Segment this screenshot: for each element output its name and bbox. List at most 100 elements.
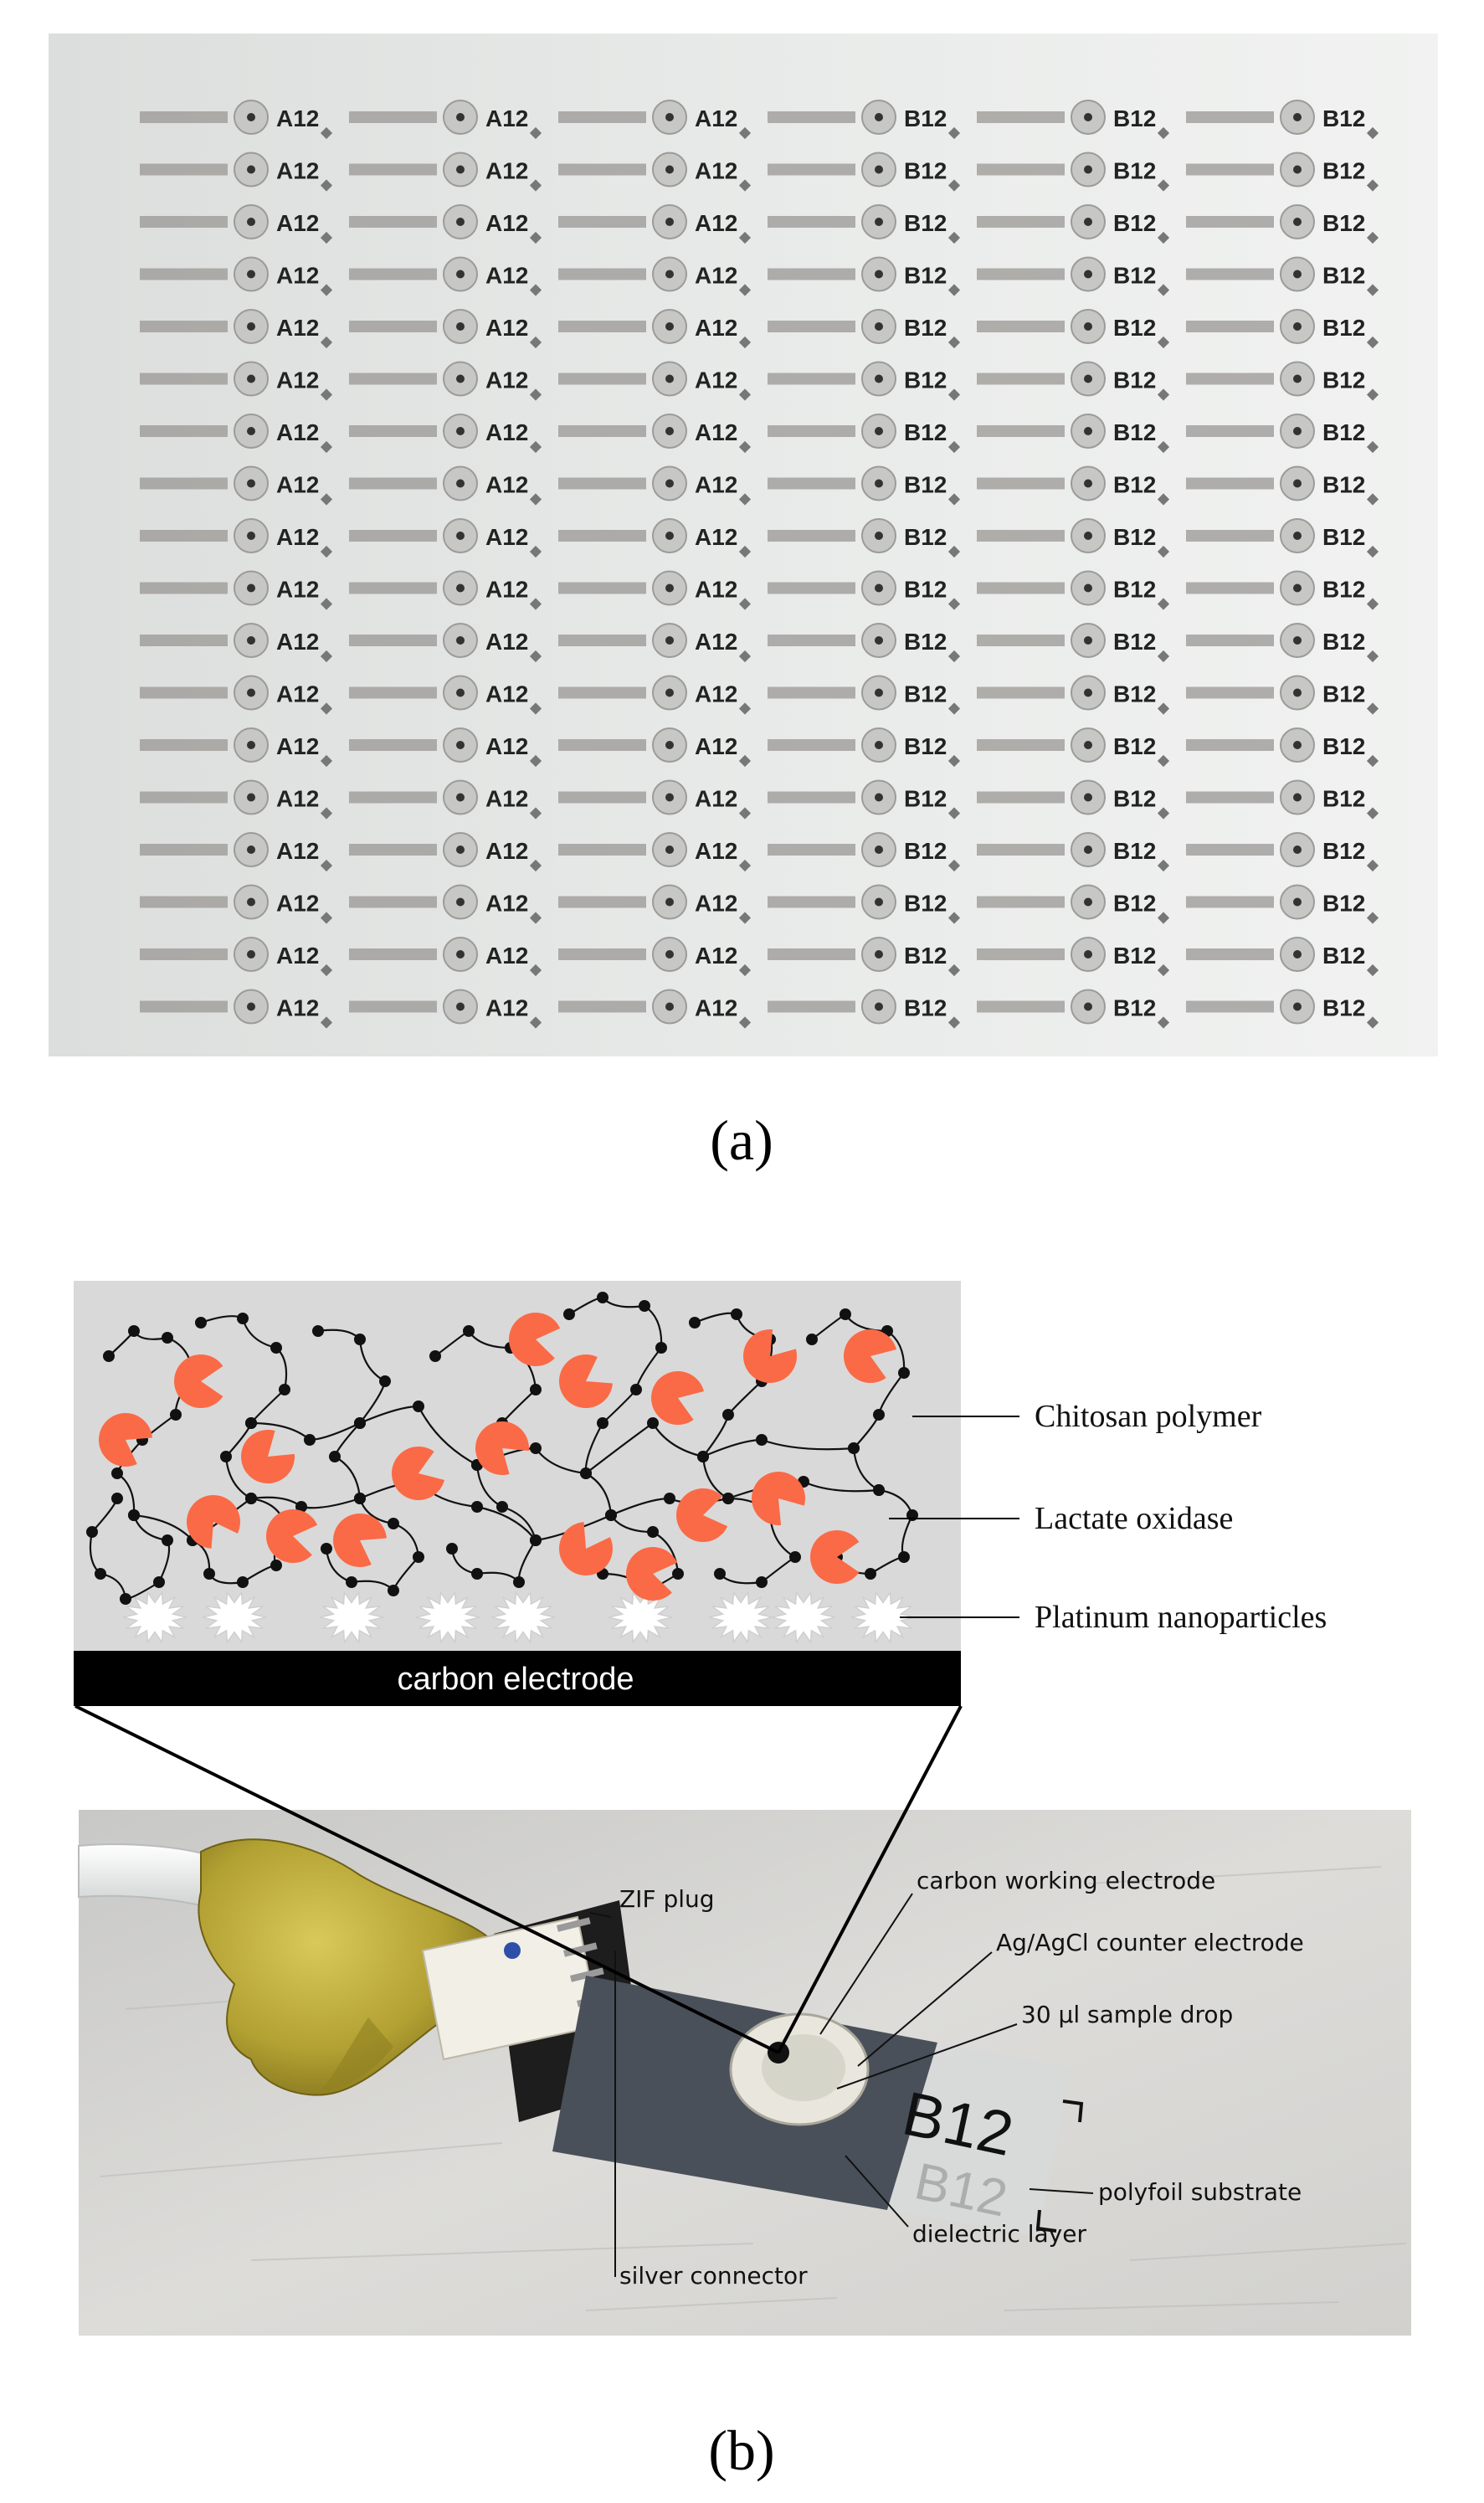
alignment-mark [1157, 126, 1170, 140]
sensor-trace [140, 268, 228, 280]
sensor-cell: A12 [558, 256, 752, 296]
alignment-mark [947, 493, 961, 506]
sensor-trace [140, 321, 228, 332]
sensor-electrode-center [1084, 845, 1092, 854]
sensor-code-label: B12 [1113, 577, 1156, 603]
zoom-line-left [74, 1704, 779, 2054]
carbon-electrode-label: carbon electrode [397, 1662, 634, 1697]
alignment-mark [947, 179, 961, 192]
zif-pin [556, 1917, 591, 1932]
sensor-code-label: A12 [485, 419, 528, 445]
sensor-code-label: A12 [695, 263, 737, 289]
sensor-trace [977, 425, 1065, 437]
alignment-mark [1366, 912, 1379, 924]
sensor-electrode-center [1293, 374, 1302, 383]
sensor-cell: A12 [558, 832, 752, 872]
polymer-bead [279, 1384, 290, 1395]
sensor-trace [977, 373, 1065, 385]
sensor-cell: B12 [768, 937, 961, 977]
sensor-code-label: B12 [904, 995, 947, 1021]
sensor-trace [977, 321, 1065, 332]
sensor-cell: B12 [768, 989, 961, 1029]
sensor-cell: B12 [1186, 204, 1379, 244]
polymer-bead [203, 1568, 215, 1580]
sensor-electrode-center [875, 218, 883, 226]
polymer-bead [865, 1568, 876, 1580]
sensor-electrode-center [456, 741, 465, 749]
sensor-electrode-center [1293, 583, 1302, 593]
alignment-mark [1366, 754, 1379, 768]
sensor-trace [977, 948, 1065, 960]
alignment-mark [738, 859, 752, 872]
alignment-mark [1157, 650, 1170, 663]
sensor-cell: A12 [140, 937, 333, 977]
alignment-mark [529, 1016, 542, 1029]
polymer-bead [354, 1493, 366, 1504]
sensor-cell: A12 [558, 361, 752, 401]
lactate-oxidase [174, 1354, 223, 1408]
sensor-code-label: A12 [276, 786, 319, 812]
sensor-cell: B12 [1186, 623, 1379, 663]
sensor-cell: B12 [977, 937, 1170, 977]
sensor-trace [768, 216, 855, 228]
sensor-electrode-center [1084, 270, 1092, 279]
sensor-code-label: B12 [1322, 472, 1365, 498]
texture-streak [585, 2297, 838, 2311]
polymer-bead [664, 1493, 675, 1504]
sensor-electrode-center [247, 165, 255, 174]
sensor-code-label: A12 [485, 263, 528, 289]
sensor-code-label: A12 [276, 838, 319, 864]
alignment-mark [1157, 859, 1170, 872]
sensor-electrode-center [456, 479, 465, 488]
sensor-electrode-center [1293, 479, 1302, 488]
sensor-code-label: B12 [904, 367, 947, 393]
sensor-code-label: B12 [1113, 524, 1156, 550]
alignment-mark [947, 650, 961, 663]
alignment-mark [1157, 388, 1170, 401]
sensor-trace [558, 111, 646, 123]
sensor-trace [1186, 111, 1274, 123]
sensor-cell: B12 [977, 675, 1170, 715]
sensor-electrode-center [456, 897, 465, 907]
sensor-code-label: B12 [1113, 629, 1156, 655]
sensor-trace [558, 791, 646, 804]
sensor-trace [1186, 739, 1274, 751]
sensor-code-label: A12 [695, 419, 737, 445]
sensor-trace [349, 373, 437, 385]
sensor-cell: B12 [1186, 414, 1379, 454]
sensor-trace [977, 844, 1065, 856]
polymer-bead [354, 1417, 366, 1429]
sensor-trace [1186, 686, 1274, 699]
sensor-code-label: A12 [485, 786, 528, 812]
sensor-electrode-center [665, 1002, 674, 1011]
alignment-mark [320, 545, 333, 558]
alignment-mark [529, 964, 542, 977]
polymer-bead [630, 1384, 642, 1395]
sensor-code-label: B12 [1322, 995, 1365, 1021]
sensor-cell: A12 [140, 518, 333, 558]
sensor-cell: A12 [558, 623, 752, 663]
alignment-mark [738, 964, 752, 977]
sensor-electrode-center [875, 793, 883, 802]
polymer-bead [111, 1493, 123, 1504]
sensor-code-label: B12 [1322, 733, 1365, 759]
zif-pin [569, 1967, 604, 1982]
lactate-oxidase [651, 1371, 704, 1425]
sensor-cell: A12 [558, 989, 752, 1029]
sensor-electrode-center [1084, 427, 1092, 435]
alignment-mark [1366, 650, 1379, 663]
sensor-trace [977, 163, 1065, 176]
sensor-code-label: A12 [695, 158, 737, 184]
lactate-oxidase [187, 1495, 241, 1549]
sensor-cell: B12 [977, 832, 1170, 872]
sensor-code-label: A12 [695, 681, 737, 707]
sensor-grid: A12A12A12A12A12A12A12A12A12A12A12A12A12A… [140, 100, 1379, 1029]
sensor-cell: B12 [768, 727, 961, 768]
sensor-electrode-center [665, 218, 674, 226]
sensor-trace [349, 530, 437, 542]
polymer-bead [898, 1551, 910, 1563]
legend-chitosan: Chitosan polymer [1035, 1399, 1262, 1434]
sensor-cell: A12 [349, 832, 542, 872]
alignment-mark [1157, 598, 1170, 610]
sensor-code-label: A12 [695, 891, 737, 917]
